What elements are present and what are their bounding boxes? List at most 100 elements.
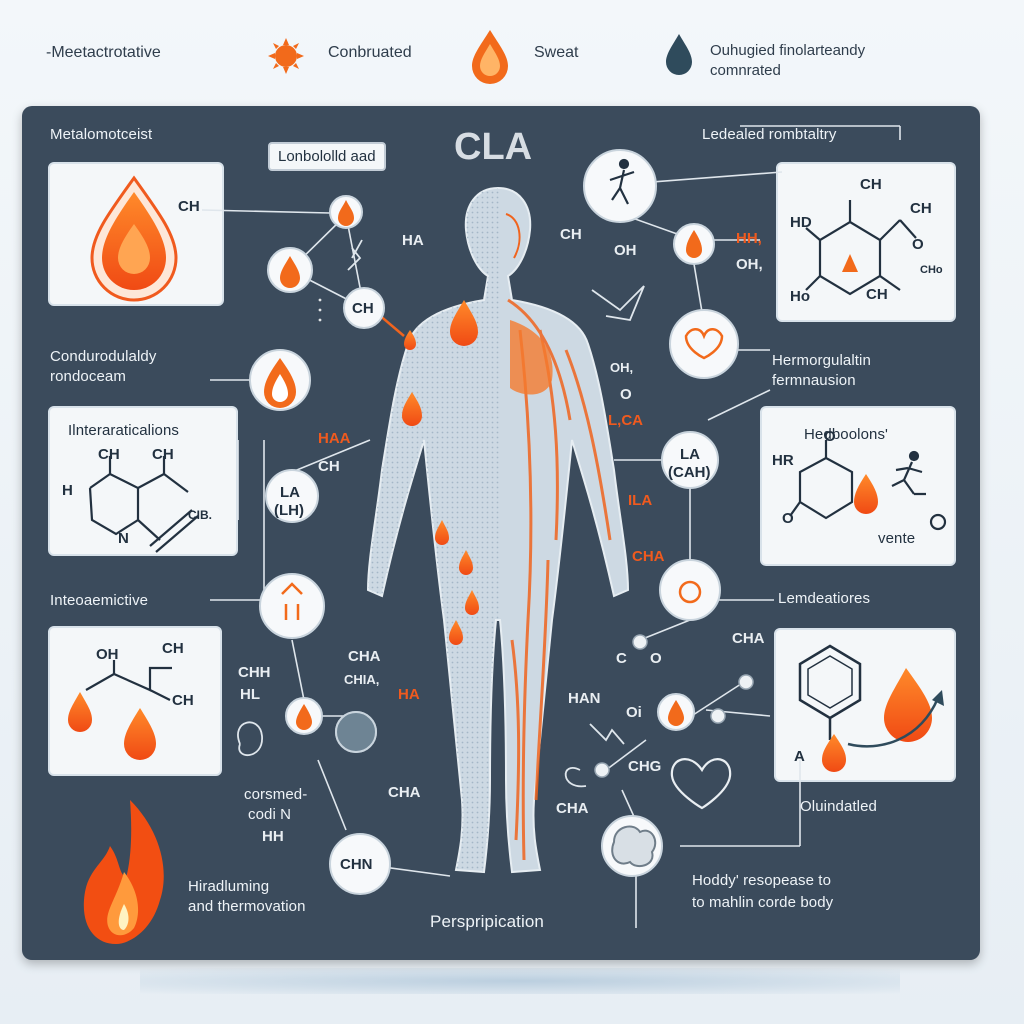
chem-interact-cib: CIB. bbox=[188, 508, 212, 522]
chem-ho: Ho bbox=[790, 288, 810, 305]
legend-item-2: Conbruated bbox=[328, 44, 412, 61]
card-hedbo bbox=[760, 406, 956, 566]
label-eventie: vente bbox=[878, 530, 916, 547]
chem-o-card: O bbox=[650, 650, 662, 667]
label-hermo-1: Hermorgulaltin bbox=[772, 352, 871, 369]
chem-co: C bbox=[616, 650, 627, 667]
legend-item-3: Sweat bbox=[534, 44, 579, 61]
chem-hr: HR bbox=[772, 452, 794, 469]
card-top-right bbox=[776, 162, 956, 322]
chem-hh-1: HH, bbox=[736, 230, 762, 247]
chem-o-hed: O bbox=[824, 428, 836, 445]
label-hedbo: Hedboolons' bbox=[804, 426, 889, 443]
label-mid-left-2: rondoceam bbox=[50, 368, 126, 385]
label-footer-center: Perspripication bbox=[430, 912, 544, 931]
chem-oi: Oi bbox=[626, 704, 642, 721]
label-footer-right-2: to mahlin corde body bbox=[692, 894, 834, 911]
legend-item-4-line1: Ouhugied finolarteandy bbox=[710, 42, 866, 59]
chem-o-mid: O bbox=[620, 386, 632, 403]
drop-icon bbox=[822, 668, 932, 772]
drop-icon bbox=[666, 34, 692, 75]
label-footer-right-1: Hoddy' resopease to bbox=[692, 872, 832, 889]
chem-ch-mid: CH bbox=[318, 458, 340, 475]
molecule-structure bbox=[85, 660, 172, 701]
running-person-icon bbox=[891, 450, 947, 531]
junction-dots bbox=[594, 634, 754, 778]
molecule-structure bbox=[805, 200, 917, 296]
chem-ch-1: CH bbox=[178, 198, 200, 215]
chem-chn: CHN bbox=[340, 856, 373, 873]
label-interactions: Ilnteraraticalions bbox=[68, 422, 180, 439]
label-hermo-2: fermnausion bbox=[772, 372, 856, 389]
chem-oh-mid: OH, bbox=[610, 360, 634, 375]
chem-interact-ch2: CH bbox=[152, 446, 174, 463]
chem-han: HAN bbox=[568, 690, 601, 707]
chem-oh-left: OH bbox=[96, 646, 119, 663]
molecule-structure bbox=[789, 440, 854, 520]
chem-cha-mid: CHA bbox=[632, 548, 665, 565]
label-top-right: Ledealed rombtaltry bbox=[702, 126, 837, 143]
legend-bar: -Meetactrotative Conbruated Sweat Ouhugi… bbox=[0, 0, 1024, 100]
chem-ch-top1: CH bbox=[860, 176, 882, 193]
chem-ch-2: CH bbox=[352, 300, 374, 317]
title-cla: CLA bbox=[454, 126, 533, 168]
title-tag: Lonbololld aad bbox=[268, 142, 386, 171]
chem-hl: HL bbox=[240, 686, 260, 703]
legend-item-1: -Meetactrotative bbox=[46, 44, 161, 61]
chem-hd: HD bbox=[790, 214, 812, 231]
label-lemde: Lemdeatiores bbox=[778, 590, 871, 607]
chem-ch-left: CH bbox=[162, 640, 184, 657]
chem-la-right-2: (CAH) bbox=[668, 464, 711, 481]
chem-ha-1: HA bbox=[402, 232, 424, 249]
label-footer-left-2: and thermovation bbox=[188, 898, 306, 915]
chem-a-right: A bbox=[794, 748, 805, 765]
chem-ch-top2: CH bbox=[910, 200, 932, 217]
chem-chh: CHH bbox=[238, 664, 271, 681]
chem-cha-low: CHA bbox=[556, 800, 589, 817]
chem-cha-l2: CHIA, bbox=[344, 672, 380, 687]
flame-drop-icon bbox=[472, 30, 508, 84]
chem-chg: CHG bbox=[628, 758, 662, 775]
chem-cha-card: CHA bbox=[732, 630, 765, 647]
human-body-figure bbox=[366, 186, 630, 874]
misc-glyphs bbox=[237, 239, 645, 788]
brain-icon bbox=[611, 825, 657, 868]
chem-cha-bottom: CHA bbox=[388, 784, 421, 801]
chem-ch-left2: CH bbox=[172, 692, 194, 709]
flame-icon bbox=[83, 800, 164, 944]
chem-cha-l1: CHA bbox=[348, 648, 381, 665]
chem-la-right-1: LA bbox=[680, 446, 700, 463]
chem-hh-bottom: HH bbox=[262, 828, 284, 845]
chem-interact-h: H bbox=[62, 482, 73, 499]
chem-cho: CHo bbox=[920, 264, 943, 276]
chem-o-1: O bbox=[912, 236, 924, 253]
label-oluindadled: Oluindatled bbox=[800, 798, 877, 815]
chem-ila: ILA bbox=[628, 492, 653, 509]
chem-haa: HAA bbox=[318, 430, 351, 447]
floor-shadow bbox=[140, 968, 900, 994]
chem-ha-l: HA bbox=[398, 686, 420, 703]
symbol-icon bbox=[281, 328, 724, 620]
chem-oh-1: OH bbox=[614, 242, 637, 259]
label-corsed-1: corsmed- bbox=[244, 786, 308, 803]
heart-icon bbox=[670, 758, 732, 810]
card-interactions bbox=[48, 406, 238, 556]
drop-icon bbox=[68, 692, 156, 760]
flame-icon bbox=[264, 200, 702, 730]
chem-ch-3: CH bbox=[560, 226, 582, 243]
label-top-left: Metalomotceist bbox=[50, 126, 153, 143]
label-corsed-2: codi N bbox=[248, 806, 292, 823]
chem-o-hed2: O bbox=[782, 510, 794, 527]
molecule-structure bbox=[88, 456, 199, 553]
legend-item-4-line2: comnrated bbox=[710, 62, 781, 79]
label-intero: Inteoaemictive bbox=[50, 592, 149, 609]
label-mid-left-1: Condurodulaldy bbox=[50, 348, 157, 365]
chem-la-2: (LH) bbox=[274, 502, 304, 519]
label-footer-left-1: Hiradluming bbox=[188, 878, 270, 895]
benzene-structure bbox=[798, 644, 862, 740]
chem-lacha: L,CA bbox=[608, 412, 643, 429]
flame-drop-icon bbox=[90, 175, 178, 302]
chem-ch-bottom: CH bbox=[866, 286, 888, 303]
chem-interact-n: N bbox=[118, 530, 129, 547]
